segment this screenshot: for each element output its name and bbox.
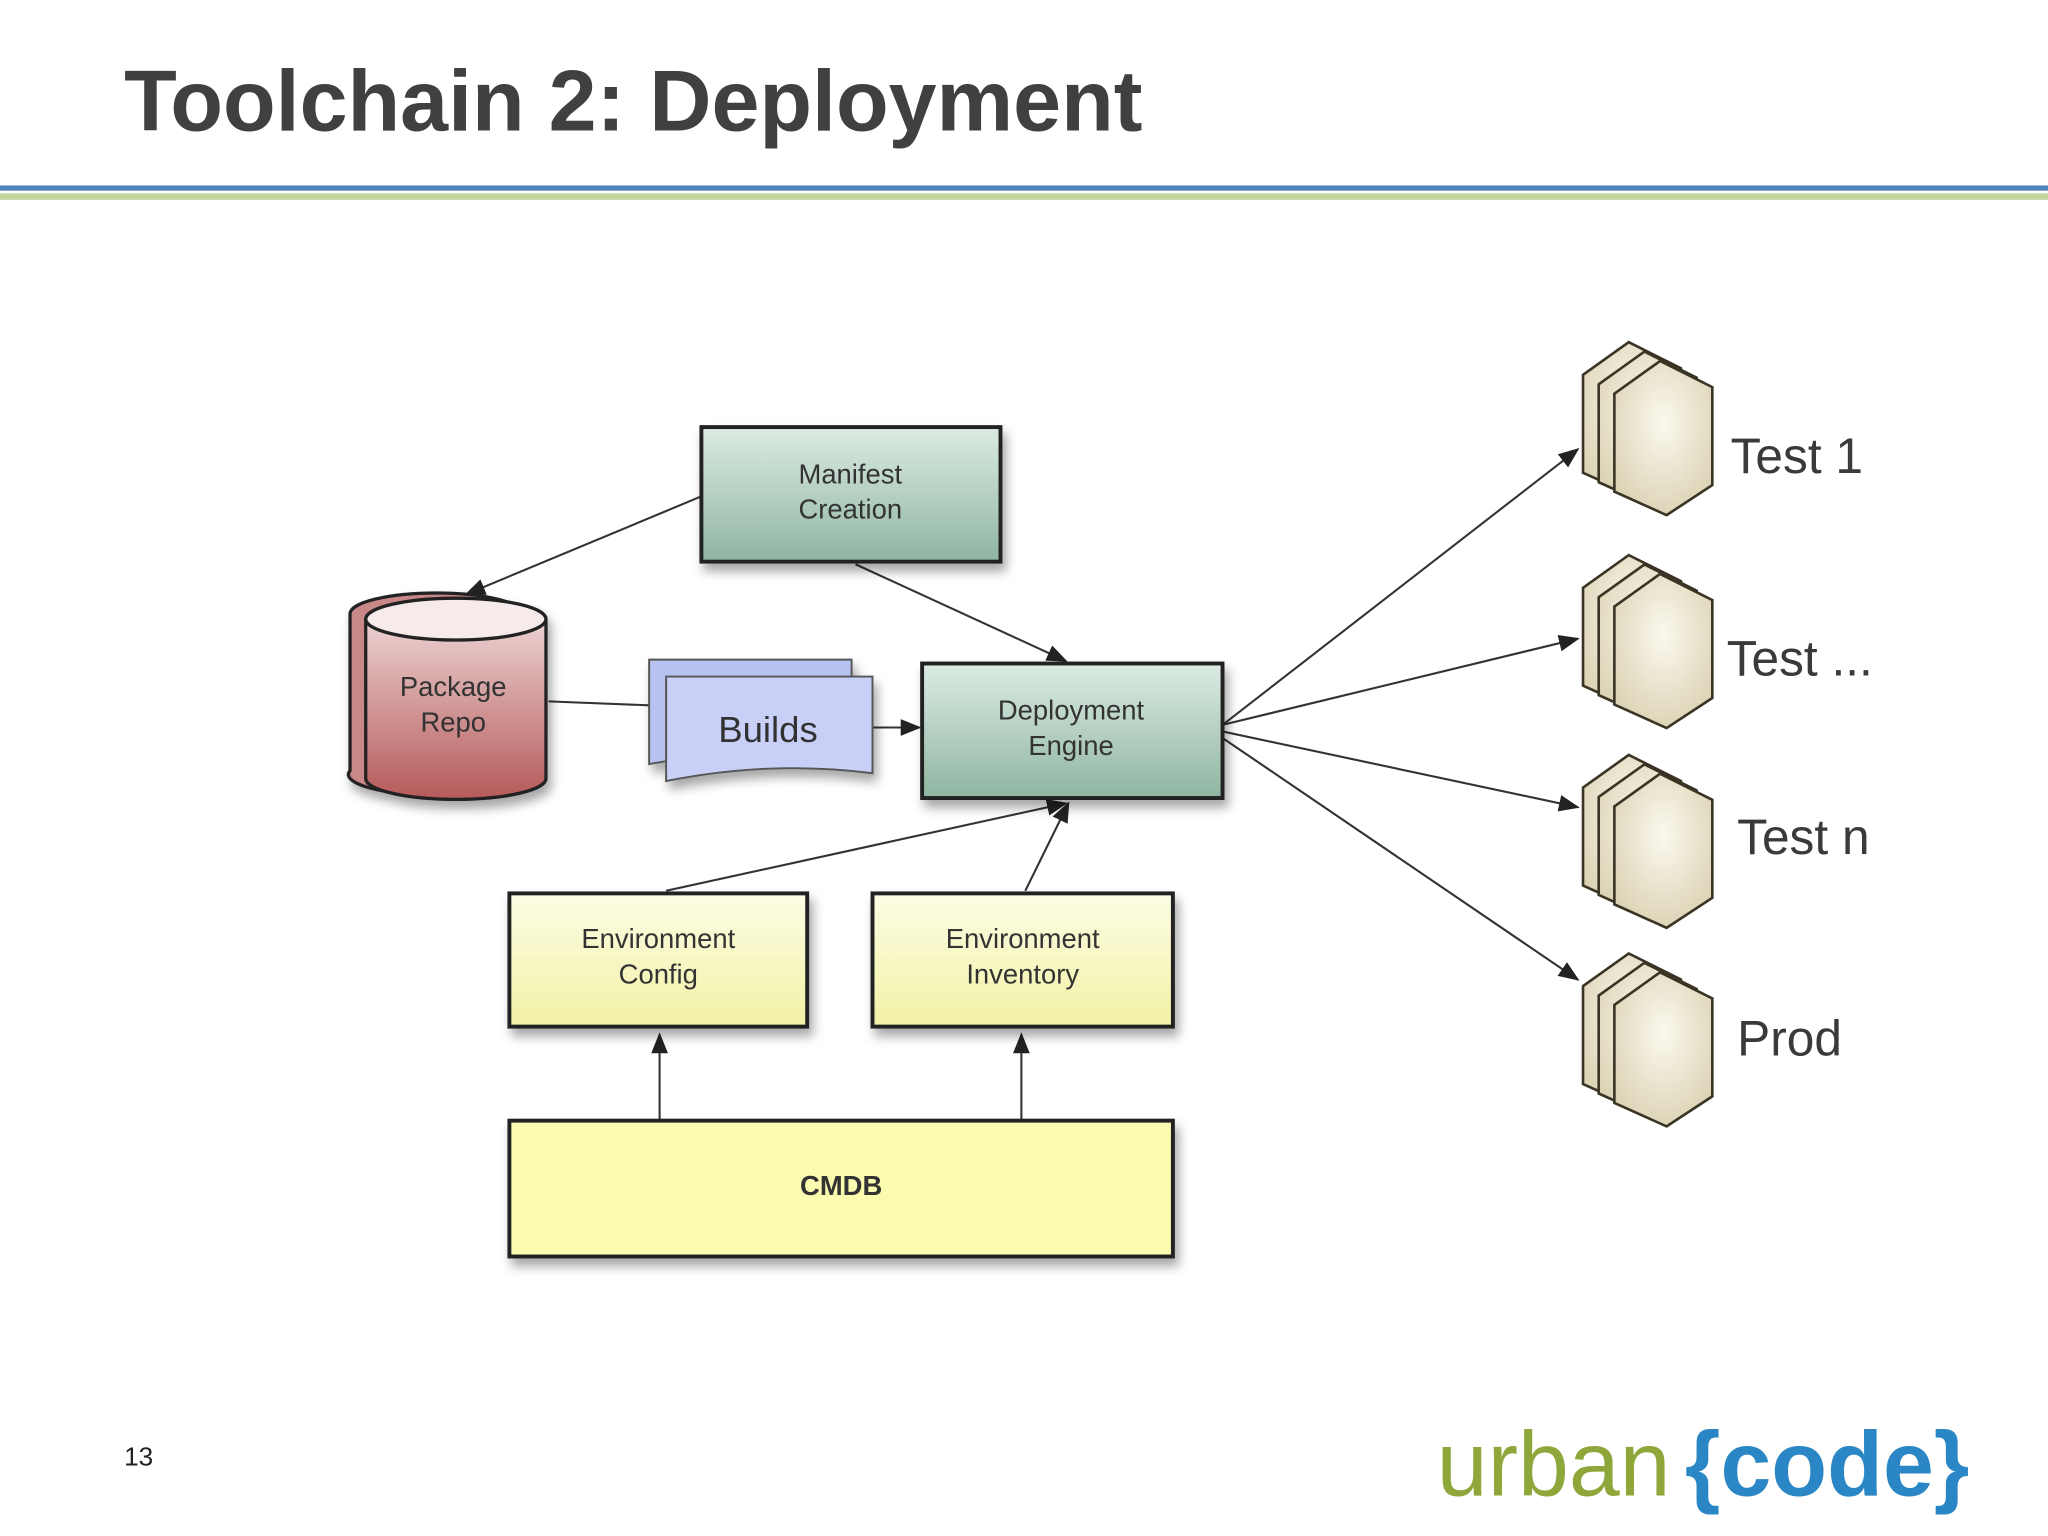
slide-title: Toolchain 2: Deployment	[124, 54, 1142, 150]
package-repo-node: Package Repo	[346, 591, 548, 801]
server-stack-icon	[1581, 553, 1714, 730]
cmdb-node: CMDB	[507, 1118, 1175, 1259]
environment-inventory-node: Environment Inventory	[870, 891, 1175, 1029]
connectors	[464, 448, 1580, 1121]
svg-text:Builds: Builds	[718, 709, 818, 750]
svg-text:Inventory: Inventory	[966, 959, 1079, 990]
manifest-creation-node: Manifest Creation	[699, 425, 1003, 564]
target-label: Test 1	[1731, 428, 1863, 484]
svg-text:CMDB: CMDB	[800, 1170, 882, 1201]
svg-text:Package: Package	[400, 671, 507, 702]
svg-text:Config: Config	[619, 959, 698, 990]
svg-text:Environment: Environment	[946, 923, 1100, 954]
builds-node: Builds	[648, 658, 874, 783]
title-rule-green	[0, 193, 2048, 200]
svg-text:urban: urban	[1437, 1414, 1671, 1516]
svg-text:Engine: Engine	[1028, 730, 1113, 761]
server-targets: Test 1 Test ... Test n Prod	[1581, 340, 1873, 1128]
target-label: Test n	[1737, 809, 1869, 865]
server-stack-icon	[1581, 753, 1714, 930]
target-label: Prod	[1737, 1010, 1842, 1066]
environment-config-node: Environment Config	[507, 891, 810, 1029]
target-label: Test ...	[1727, 630, 1873, 686]
page-number: 13	[124, 1441, 153, 1471]
svg-text:Deployment: Deployment	[998, 695, 1145, 726]
urbancode-logo: urban {code}	[1437, 1414, 1970, 1516]
title-rule-blue	[0, 185, 2048, 191]
svg-text:Manifest: Manifest	[798, 458, 902, 489]
svg-text:Creation: Creation	[798, 494, 902, 525]
svg-text:Environment: Environment	[581, 923, 735, 954]
server-stack-icon	[1581, 951, 1714, 1128]
deployment-engine-node: Deployment Engine	[920, 661, 1225, 800]
svg-text:{code}: {code}	[1685, 1414, 1969, 1516]
svg-text:Repo: Repo	[420, 706, 486, 737]
server-stack-icon	[1581, 340, 1714, 517]
